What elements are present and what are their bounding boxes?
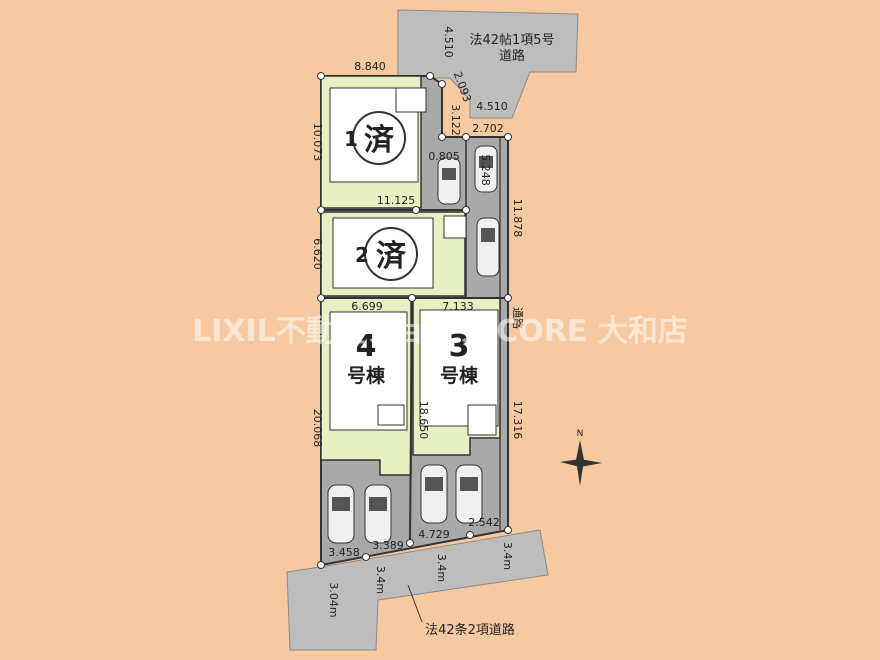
dim-lot3-side: 18.650	[417, 401, 430, 440]
dim-east-small: 通路	[511, 307, 524, 329]
watermark: LIXIL不動産ショップ CORE 大和店	[192, 314, 688, 349]
north-road-label-2: 道路	[499, 48, 525, 64]
compass-label: N	[577, 429, 584, 439]
dim-road-w3: 3.4m	[435, 554, 448, 582]
dim-drive-width: 2.702	[472, 122, 504, 135]
dim-top-width: 8.840	[354, 60, 386, 73]
dim-road-w4: 3.4m	[501, 542, 514, 570]
lot-1-entry	[395, 87, 427, 113]
lot-3-entry	[467, 404, 497, 436]
dim-north-road-1: 4.510	[442, 26, 455, 58]
car	[474, 145, 498, 193]
compass-icon: N	[560, 429, 602, 486]
lot-3-number: 3	[449, 329, 470, 364]
south-road-label: 法42条2項道路	[425, 622, 515, 638]
dim-east-upper: 11.878	[511, 199, 524, 238]
lot-4-number: 4	[356, 329, 377, 364]
dim-south-3: 4.729	[418, 528, 450, 541]
dim-north-road-2: 4.510	[476, 100, 508, 113]
lot-1-status: 済	[364, 123, 395, 158]
lot-4-entry	[377, 404, 405, 426]
north-road-label: 法42帖1項5号	[469, 33, 554, 48]
lot-2-number: 2	[355, 243, 369, 267]
car	[364, 484, 392, 544]
car	[437, 157, 461, 205]
dim-road-w1: 3.04m	[327, 582, 340, 617]
lot-2-status: 済	[376, 239, 407, 274]
lot-4-label: 号棟	[347, 364, 386, 387]
lot-1-number: 1	[344, 127, 358, 151]
car	[420, 464, 448, 524]
south-road	[286, 529, 549, 651]
dim-road-w2: 3.4m	[374, 566, 387, 594]
car	[327, 484, 355, 544]
car	[476, 217, 500, 277]
dim-drive-seg: 5.248	[479, 154, 492, 186]
dim-notch-width: 0.805	[428, 150, 460, 163]
dim-lot3-width: 7.133	[442, 300, 474, 313]
dim-east-lower: 17.316	[511, 401, 524, 440]
dim-lot4-side: 20.068	[311, 409, 324, 448]
dim-lot4-width: 6.699	[351, 300, 383, 313]
dim-south-2: 3.389	[372, 539, 404, 552]
dim-notch-height: 3.122	[449, 104, 462, 136]
dim-south-1: 3.458	[328, 546, 360, 559]
dim-lot2-side: 6.620	[311, 238, 324, 270]
car	[455, 464, 483, 524]
lot-2-entry	[443, 215, 467, 239]
dim-south-4: 2.542	[468, 516, 500, 529]
dim-lot1-side: 10.073	[311, 123, 324, 162]
dim-mid-width: 11.125	[377, 194, 416, 207]
lot-3-label: 号棟	[440, 364, 479, 387]
